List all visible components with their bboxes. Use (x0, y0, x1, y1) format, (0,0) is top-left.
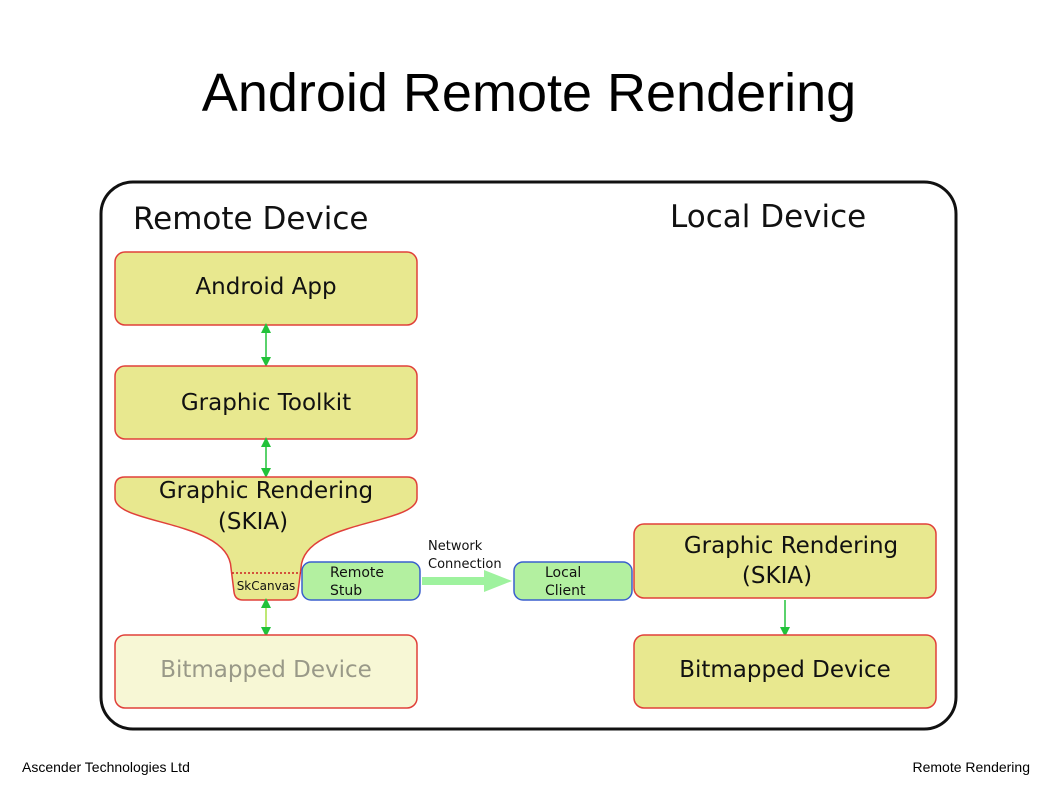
graphic-rendering-local-box (633, 523, 937, 599)
bitmapped-device-remote-label: Bitmapped Device (160, 657, 372, 683)
local-client-line1: Local (545, 565, 581, 581)
bitmapped-device-local-box (633, 634, 937, 709)
network-connection-line2: Connection (428, 557, 502, 572)
graphic-toolkit-label: Graphic Toolkit (181, 390, 351, 416)
skcanvas-label: SkCanvas (237, 579, 296, 593)
remote-device-label: Remote Device (133, 201, 368, 237)
footer-topic: Remote Rendering (912, 759, 1030, 775)
remote-stub-box (301, 561, 421, 601)
local-client-line2: Client (545, 583, 586, 599)
footer-company: Ascender Technologies Ltd (22, 759, 190, 775)
bitmapped-device-remote-box (114, 634, 418, 709)
remote-stub-line1: Remote (330, 565, 384, 581)
graphic-rendering-remote-line2: (SKIA) (218, 509, 288, 535)
graphic-rendering-remote-line1: Graphic Rendering (159, 478, 373, 504)
android-app-label: Android App (195, 274, 336, 300)
local-client-box (513, 561, 633, 601)
bitmapped-device-local-label: Bitmapped Device (679, 657, 891, 683)
remote-stub-line2: Stub (330, 583, 362, 599)
graphic-rendering-local-line1: Graphic Rendering (684, 533, 898, 559)
network-connection-line1: Network (428, 539, 483, 554)
graphic-rendering-local-line2: (SKIA) (742, 563, 812, 589)
local-device-label: Local Device (670, 199, 866, 235)
graphic-rendering-remote-shape (114, 476, 418, 601)
slide-title: Android Remote Rendering (201, 63, 857, 123)
network-connection-arrow (422, 570, 512, 592)
